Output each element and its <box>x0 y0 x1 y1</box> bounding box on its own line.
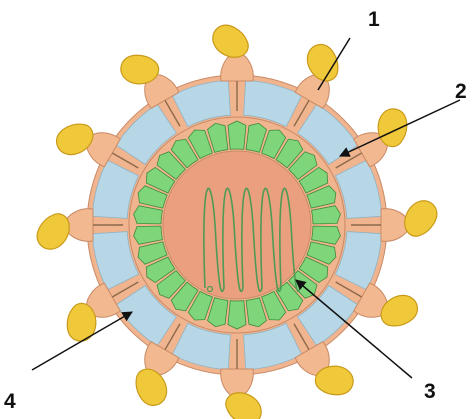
callout-label-4: 4 <box>4 390 16 413</box>
capsid-segment <box>228 301 246 329</box>
callout-label-2: 2 <box>455 80 467 103</box>
spike-head <box>37 214 69 249</box>
spike-head <box>405 201 437 236</box>
callout-label-3: 3 <box>424 380 436 403</box>
callout-label-1: 1 <box>368 8 380 31</box>
spike-head <box>213 25 248 57</box>
spike-head <box>226 393 261 419</box>
leader-line-2 <box>340 100 460 156</box>
capsid-segment <box>228 121 246 149</box>
